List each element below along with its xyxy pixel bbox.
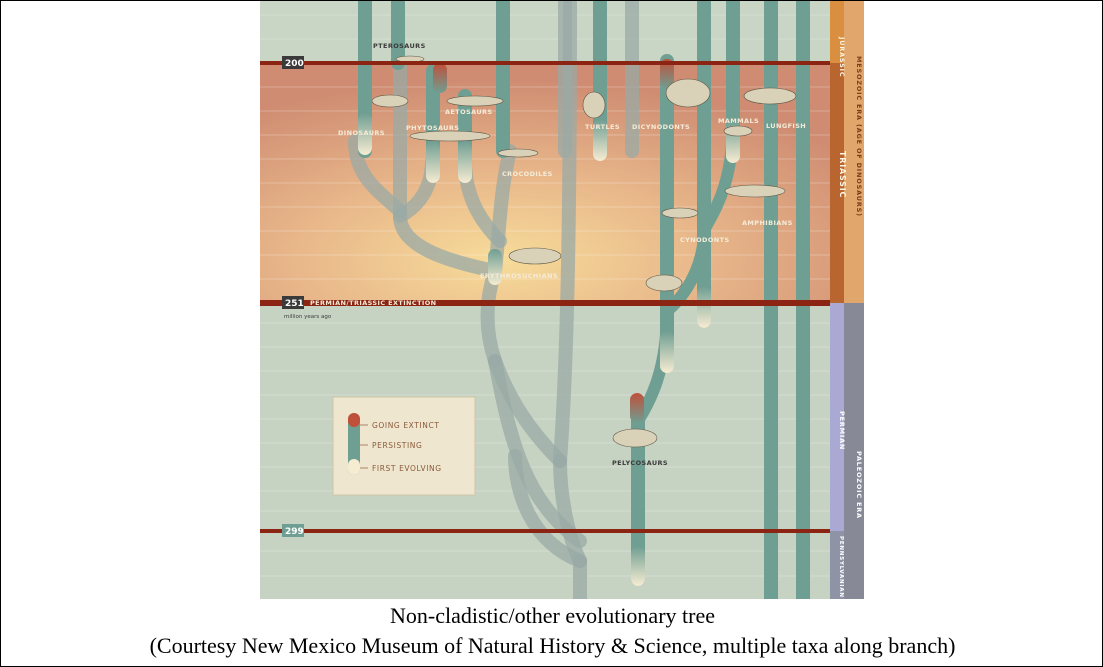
jurassic-band [260,1,830,63]
legend-going-extinct: GOING EXTINCT [372,421,440,430]
label-triassic: TRIASSIC [838,151,847,198]
label-cynodonts: CYNODONTS [680,236,730,244]
label-amphibians: AMPHIBIANS [742,219,793,227]
svg-text:299: 299 [285,527,304,537]
caption-credit: (Courtesy New Mexico Museum of Natural H… [1,633,1103,659]
evolutionary-tree-figure: 200 251 PERMIAN/TRIASSIC EXTINCTION mill… [260,1,864,599]
date-marker-299: 299 [282,524,304,537]
label-jurassic: JURASSIC [838,36,846,77]
label-mesozoic-era: MESOZOIC ERA (AGE OF DINOSAURS) [855,56,863,217]
label-paleozoic-era: PALEOZOIC ERA [855,451,863,519]
label-permian: PERMIAN [838,411,846,450]
svg-text:251: 251 [285,299,304,309]
label-erythrosuchians: ERYTHROSUCHIANS [480,272,558,280]
axis-unit: million years ago [284,314,332,320]
label-mammals: MAMMALS [718,117,759,125]
date-marker-200: 200 [282,56,304,69]
extinction-label: PERMIAN/TRIASSIC EXTINCTION [310,299,436,307]
label-pennsylvanian: PENNSYLVANIAN [838,536,844,598]
label-turtles: TURTLES [585,123,620,131]
legend: GOING EXTINCT PERSISTING FIRST EVOLVING [333,397,475,495]
label-dinosaurs: DINOSAURS [338,129,385,137]
legend-first-evolving: FIRST EVOLVING [372,464,442,473]
label-aetosaurs: AETOSAURS [445,108,493,116]
svg-text:200: 200 [285,59,304,69]
label-pterosaurs: PTEROSAURS [373,42,426,50]
label-phytosaurs: PHYTOSAURS [406,124,459,132]
legend-persisting: PERSISTING [372,441,422,450]
label-dicynodonts: DICYNODONTS [632,123,690,131]
label-pelycosaurs: PELYCOSAURS [612,459,668,467]
caption-title: Non-cladistic/other evolutionary tree [1,603,1103,629]
label-lungfish: LUNGFISH [766,122,806,130]
label-crocodiles: CROCODILES [502,170,553,178]
